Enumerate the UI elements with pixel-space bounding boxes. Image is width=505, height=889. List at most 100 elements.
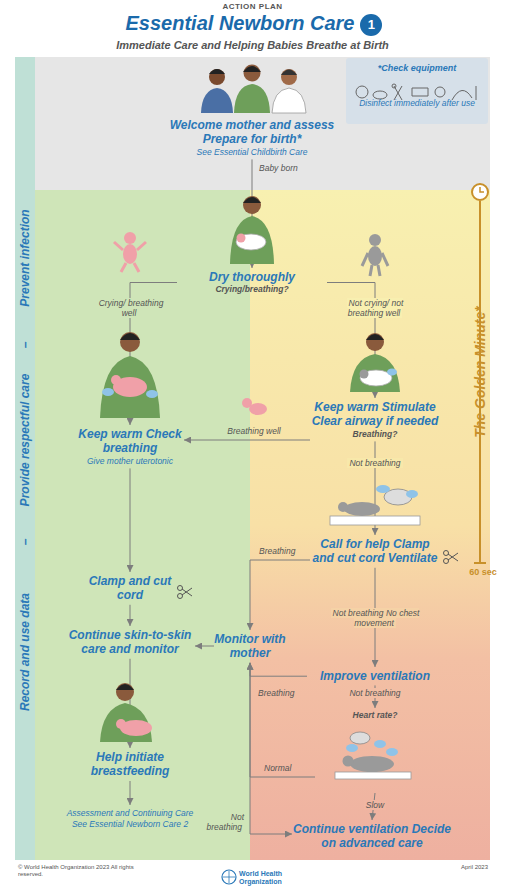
- heart-rate-check: [346, 744, 358, 752]
- welcome-people: [209, 69, 225, 85]
- edge-label-box: Not breathing: [335, 688, 415, 698]
- mother-drying-baby: [243, 196, 261, 214]
- edge-label-text: Not breathing: [207, 812, 244, 832]
- edge-label-text: Breathing: [257, 546, 297, 556]
- principle-label: Provide respectful care: [17, 350, 33, 530]
- edge-label-box: Not breathing No chest movement: [320, 608, 430, 628]
- date-label: April 2023: [428, 864, 488, 871]
- process-step: Dry thoroughlyCrying/breathing?: [177, 268, 327, 297]
- breathing-baby: [242, 398, 267, 415]
- copyright-note: © World Health Organization 2023 All rig…: [18, 864, 138, 878]
- edge-label-text: Not breathing No chest movement: [331, 608, 420, 628]
- edge-label-text: Not breathing: [347, 458, 402, 468]
- process-step: Continue ventilation Decide on advanced …: [292, 820, 452, 853]
- crying-baby: [114, 242, 146, 272]
- region-bands: [15, 57, 490, 860]
- scissors-icon: [178, 594, 183, 599]
- mother-drying-baby: [236, 234, 266, 250]
- time-marker: 60 sec: [466, 567, 500, 578]
- step-text: Continue skin-to-skin care and monitor: [65, 628, 195, 657]
- principle-label: Record and use data: [17, 567, 33, 737]
- timeline-label: The Golden Minute*: [471, 292, 489, 452]
- continuing-care-arrow: [130, 781, 131, 805]
- separator: –: [17, 532, 33, 552]
- flow-arrow: [250, 560, 310, 630]
- scissors-icon: [444, 551, 449, 556]
- edge-label-box: Not crying/ not breathing well: [335, 298, 415, 318]
- process-step: Improve ventilation: [307, 667, 443, 685]
- equipment-icons: [356, 84, 476, 100]
- edge-label-box: Not breathing: [337, 458, 413, 468]
- who-logo: [222, 870, 236, 884]
- step-text: Continue ventilation Decide on advanced …: [292, 822, 452, 851]
- stimulating-mother: [350, 354, 400, 392]
- ventilation-scene: [338, 502, 348, 512]
- step-number: 1: [360, 14, 382, 36]
- equipment-icons: [356, 86, 368, 98]
- breastfeeding-mother: [116, 683, 134, 701]
- decision-step: Heart rate?: [315, 708, 435, 793]
- edge-label-text: Slow: [364, 800, 386, 810]
- step-text: Call for help Clamp and cut cord Ventila…: [310, 537, 440, 566]
- equipment-icons: [412, 88, 428, 96]
- stimulating-mother: [387, 369, 397, 376]
- ventilation-scene: [330, 485, 420, 525]
- welcome-people: [209, 69, 225, 74]
- breastfeeding-mother: [116, 719, 126, 729]
- process-step: Continue skin-to-skin care and monitor: [65, 626, 195, 659]
- subtitle: Immediate Care and Helping Babies Breath…: [0, 39, 505, 52]
- edge-label-text: Crying/ breathing well: [97, 298, 164, 318]
- step-text: 1: [360, 14, 382, 36]
- mother-drying-baby: [230, 196, 274, 264]
- ventilation-scene: [376, 485, 390, 493]
- edge-label-box: Not breathing: [198, 812, 244, 832]
- flow-arrow: [130, 605, 131, 626]
- welcome-people: [201, 65, 306, 114]
- stimulating-mother: [360, 370, 369, 379]
- heart-rate-check: [374, 740, 386, 748]
- step-text: Heart rate?: [315, 710, 435, 721]
- step-note: Give mother uterotonic: [76, 456, 184, 467]
- skin-to-skin-mother: [120, 332, 140, 352]
- welcome-people: [272, 88, 306, 113]
- step-text: *Check equipment: [348, 63, 486, 74]
- edge-label-box: Crying/ breathing well: [96, 298, 164, 318]
- step-note: Crying/breathing?: [177, 284, 327, 295]
- limp-baby: [368, 246, 382, 266]
- number-circle: [360, 14, 382, 36]
- who-logo: [222, 870, 236, 884]
- flow-arrow: [195, 646, 214, 647]
- edge-label-text: Not crying/ not breathing well: [347, 298, 404, 318]
- edge-label-text: Normal: [262, 763, 293, 773]
- heart-rate-check: [335, 772, 411, 779]
- equipment-icons: [392, 84, 396, 88]
- skin-to-skin-mother: [120, 333, 140, 340]
- stimulating-mother: [350, 333, 400, 392]
- step-text: Keep warm Check breathing: [76, 427, 184, 456]
- edge-label-text: Breathing: [256, 688, 296, 698]
- crying-baby: [114, 232, 146, 272]
- breathing-baby: [249, 403, 267, 415]
- skin-to-skin-mother: [111, 375, 121, 385]
- welcome-people: [243, 66, 261, 72]
- process-step: Welcome mother and assess Prepare for bi…: [156, 116, 348, 159]
- step-text: Help initiate breastfeeding: [68, 750, 192, 779]
- edge-label-box: Baby born: [257, 163, 317, 173]
- ventilation-scene: [406, 490, 418, 498]
- welcome-people: [234, 84, 270, 113]
- step-text: Dry thoroughly: [177, 270, 327, 284]
- region-bands: [15, 57, 35, 860]
- region-bands: [346, 58, 488, 124]
- golden-minute-timeline: [472, 184, 488, 563]
- equipment-box: *Check equipmentDisinfect immediately af…: [348, 61, 486, 110]
- skin-to-skin-mother: [102, 388, 114, 396]
- heart-rate-check: [343, 756, 354, 767]
- step-note: See Essential Childbirth Care: [156, 147, 348, 158]
- publisher-name: World Health Organization: [239, 870, 309, 886]
- stimulating-mother: [366, 334, 384, 340]
- step-note: Disinfect immediately after use: [348, 98, 486, 108]
- edge-label-text: Breathing well: [225, 426, 282, 436]
- step-note: Breathing?: [310, 429, 440, 440]
- next-step-note: Assessment and Continuing Care: [30, 808, 230, 819]
- golden-minute-timeline: [472, 184, 488, 200]
